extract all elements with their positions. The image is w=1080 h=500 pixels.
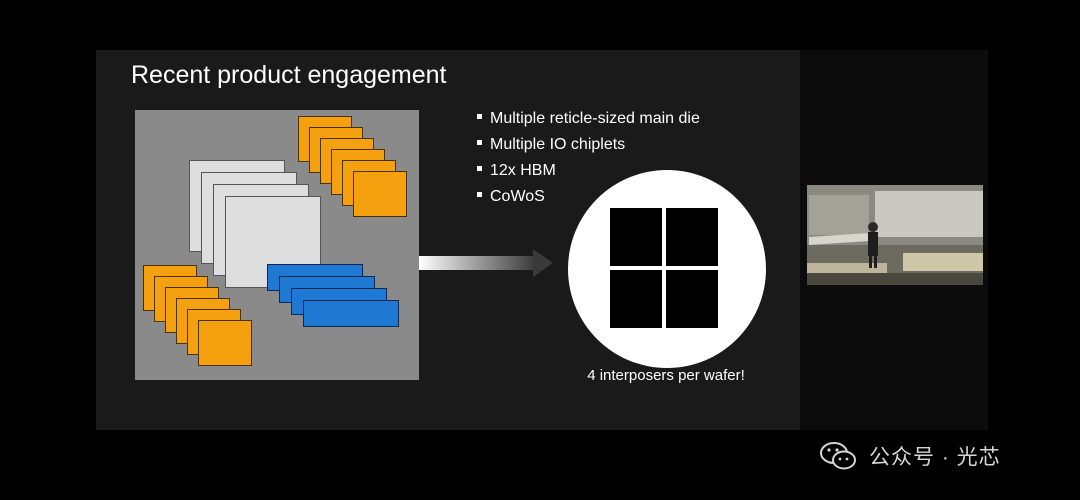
package-diagram	[135, 110, 419, 380]
presenter-video-icon[interactable]	[807, 185, 983, 285]
wafer-caption: 4 interposers per wafer!	[587, 367, 745, 384]
wafer-diagram	[568, 170, 766, 368]
interposer-tile	[666, 208, 718, 266]
presentation-slide: Recent product engagement Multiple retic…	[96, 50, 800, 430]
bullet-item: 12x HBM	[477, 158, 700, 184]
bullet-item: Multiple IO chiplets	[477, 132, 700, 158]
watermark-text: 公众号 · 光芯	[869, 446, 1001, 469]
io-chiplet	[303, 300, 399, 327]
slide-title: Recent product engagement	[131, 61, 447, 89]
interposer-tile	[610, 270, 662, 328]
interposer-tile	[666, 270, 718, 328]
hbm-stack	[198, 320, 252, 366]
interposer-tile	[610, 208, 662, 266]
hbm-stack	[353, 171, 407, 217]
wechat-icon	[820, 442, 856, 470]
bullet-item: CoWoS	[477, 184, 700, 210]
bullet-item: Multiple reticle-sized main die	[477, 106, 700, 132]
feature-bullet-list: Multiple reticle-sized main die Multiple…	[477, 106, 700, 210]
right-arrow-icon	[419, 249, 553, 277]
wechat-watermark: 公众号 · 光芯	[819, 441, 1001, 471]
